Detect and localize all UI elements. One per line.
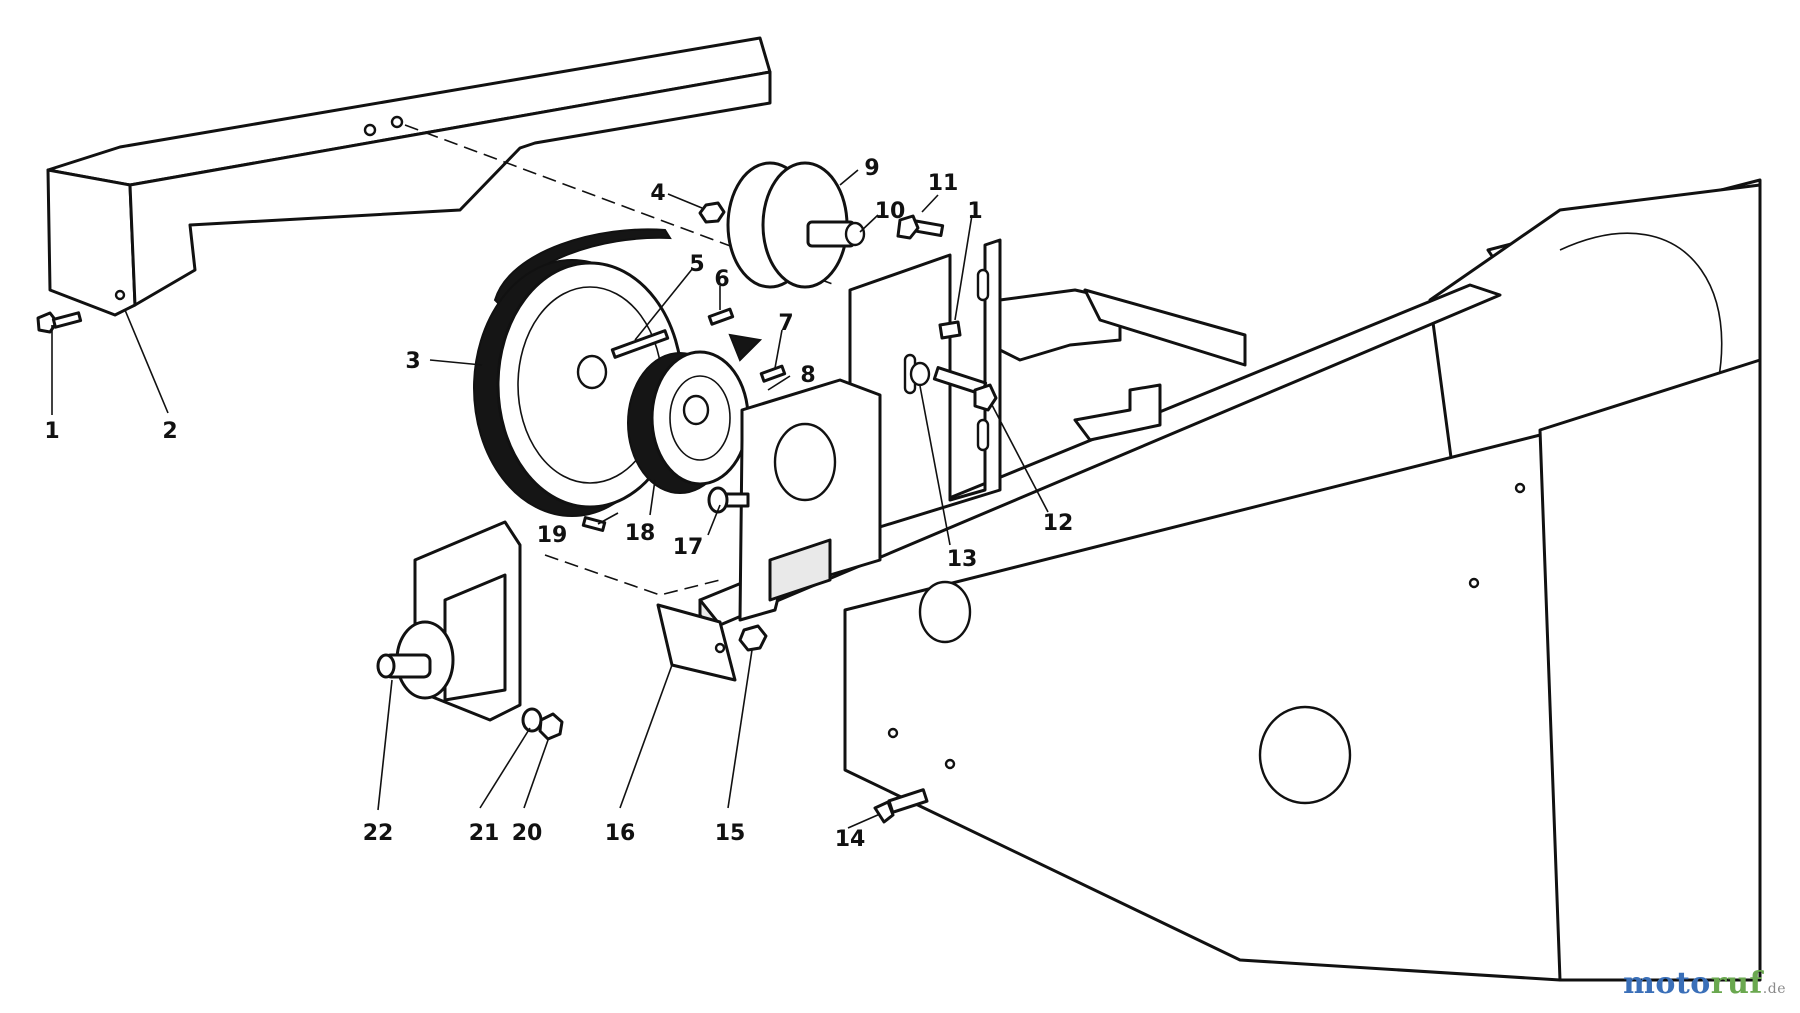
callout-4: 4	[650, 181, 665, 206]
screw-1-shaft	[51, 311, 83, 329]
callout-14: 14	[835, 827, 866, 852]
callout-7: 7	[778, 311, 793, 336]
washer-13	[909, 361, 931, 387]
pulley-hub-hole	[576, 354, 608, 390]
bolt-12	[932, 366, 998, 412]
nut-4	[698, 201, 726, 224]
idler-shaft-end	[844, 221, 866, 247]
callout-1-right: 1	[967, 199, 982, 224]
inner-bracket	[1073, 383, 1162, 442]
callout-3: 3	[405, 349, 420, 374]
key	[610, 329, 670, 359]
callout-2: 2	[162, 419, 177, 444]
belt-guard-side	[128, 70, 772, 307]
frame-hole-small	[918, 580, 972, 644]
frame-housing	[698, 178, 1762, 982]
guard-hole	[363, 123, 377, 137]
callout-13: 13	[947, 547, 978, 572]
idler-pulley	[726, 161, 866, 289]
plate-16	[656, 603, 737, 682]
frame-rivet	[944, 758, 956, 770]
belt-side	[728, 333, 763, 362]
inner-box	[998, 288, 1122, 362]
large-pulley	[473, 228, 684, 517]
frame-hole-large	[1258, 705, 1352, 805]
nut-20	[538, 712, 564, 741]
plate-slot	[976, 418, 990, 452]
callout-21: 21	[469, 821, 500, 846]
leader-lines	[51, 169, 1049, 829]
callout-17: 17	[673, 535, 704, 560]
belt-guard	[46, 36, 772, 317]
bolt-11-head	[896, 214, 920, 240]
guard-hole	[114, 289, 126, 301]
gearbox	[376, 520, 522, 722]
callout-20: 20	[512, 821, 543, 846]
pin-7	[759, 364, 787, 383]
plate-16-hole	[714, 642, 726, 654]
callout-22: 22	[363, 821, 394, 846]
bolt-14-head	[873, 800, 895, 824]
small-pulley	[627, 333, 763, 494]
assembly-line	[544, 554, 721, 596]
nut-15	[738, 624, 768, 652]
callout-12: 12	[1043, 511, 1074, 536]
pin-19	[581, 516, 607, 532]
frame-side-plate	[843, 428, 1562, 982]
pin-6	[707, 307, 735, 326]
callout-5: 5	[689, 252, 704, 277]
callout-18: 18	[625, 521, 656, 546]
bracket-lower	[768, 538, 832, 602]
callout-1-left: 1	[44, 419, 59, 444]
watermark-text: motoruf	[1623, 966, 1763, 1001]
callout-9: 9	[864, 156, 879, 181]
guard-hole	[390, 115, 404, 129]
small-pulley-hub	[682, 394, 710, 426]
bolt-12-head	[973, 383, 998, 412]
callout-6: 6	[714, 267, 729, 292]
plate-slot	[976, 268, 990, 302]
callout-11: 11	[928, 171, 959, 196]
gearbox-shaft-end	[376, 653, 396, 679]
bearing-bracket	[738, 378, 882, 622]
frame-end-plate	[1538, 358, 1762, 982]
washer-21	[521, 707, 543, 733]
callouts: 1 2 3 4 5 6 7 8 9 10 11 1 12 13 14 15 16…	[44, 156, 1073, 852]
frame-rivet	[1468, 577, 1480, 589]
callout-15: 15	[715, 821, 746, 846]
callout-19: 19	[537, 523, 568, 548]
watermark-suffix: .de	[1762, 981, 1786, 997]
watermark-logo: motoruf.de	[1623, 966, 1786, 1001]
callout-8: 8	[800, 363, 815, 388]
callout-16: 16	[605, 821, 636, 846]
frame-rivet	[887, 727, 899, 739]
bolt-11	[896, 214, 945, 240]
bolt-small	[938, 320, 962, 340]
callout-10: 10	[875, 199, 906, 224]
frame-rivet	[1514, 482, 1526, 494]
small-pulley-ring	[669, 375, 731, 461]
bracket-hole	[773, 422, 837, 502]
inner-rail	[1083, 288, 1247, 367]
